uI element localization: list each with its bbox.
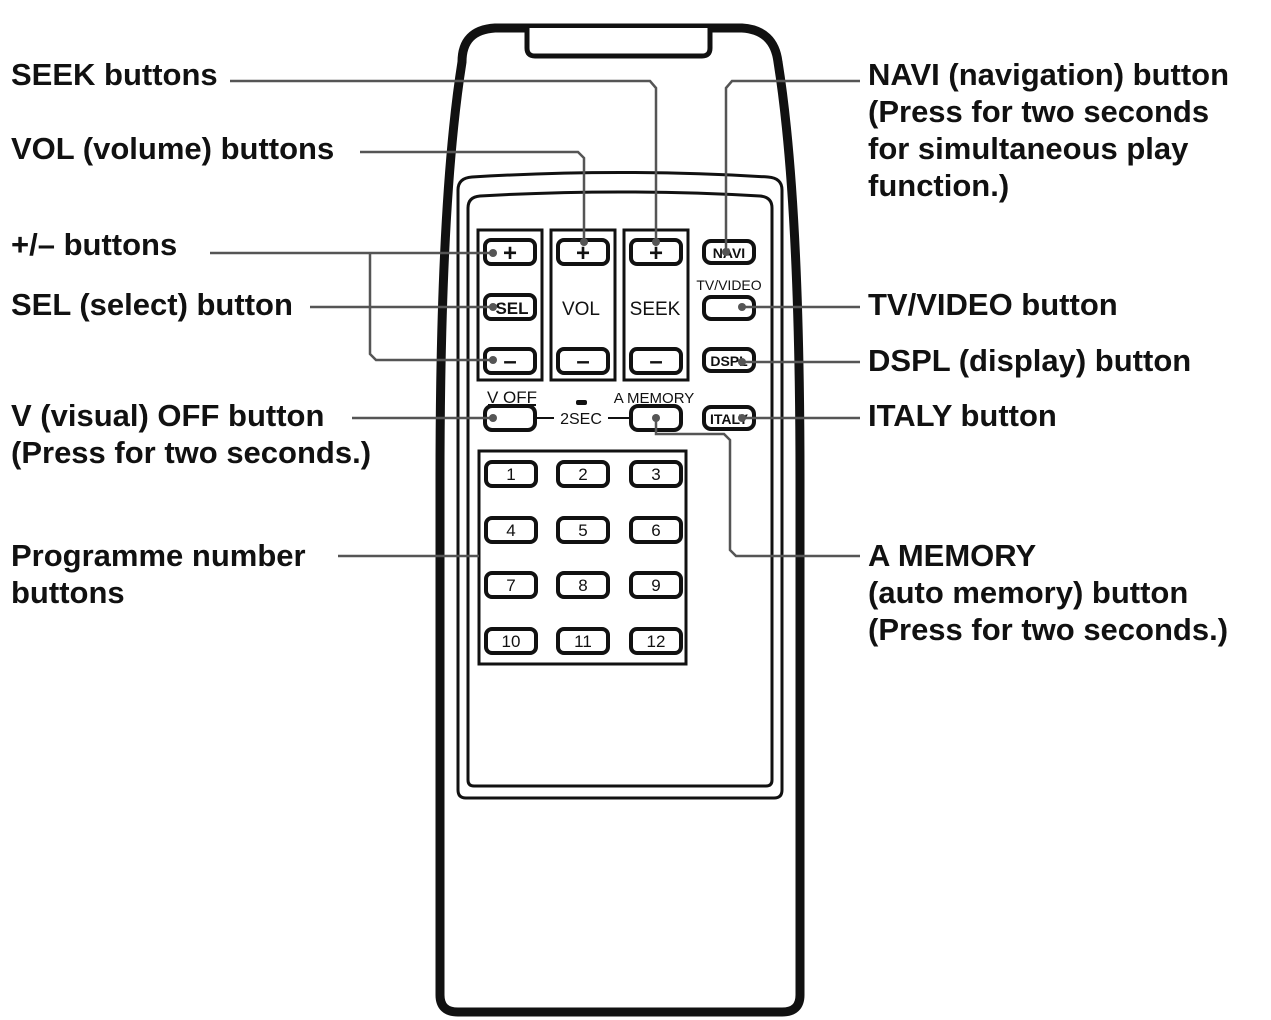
svg-text:–: –	[503, 348, 516, 375]
dspl-button[interactable]: DSPL	[702, 347, 756, 373]
italy-button-annotation: ITALY button	[868, 397, 1057, 434]
number-button-9[interactable]: 9	[629, 571, 683, 599]
svg-text:+: +	[649, 240, 663, 267]
vol-leader	[360, 150, 586, 242]
number-button-1[interactable]: 1	[484, 460, 538, 488]
annotation-line: V (visual) OFF button	[11, 398, 325, 433]
number-button-2[interactable]: 2	[556, 460, 610, 488]
number-button-label: 10	[502, 632, 521, 651]
svg-text:DSPL: DSPL	[710, 353, 748, 369]
navi-button-annotation: NAVI (navigation) button (Press for two …	[868, 56, 1229, 204]
button-panel-inner	[466, 190, 774, 788]
annotation-line: function.)	[868, 168, 1010, 203]
ir-window	[524, 28, 713, 59]
number-button-label: 2	[578, 465, 587, 484]
voff-label: V OFF	[487, 388, 537, 407]
seek-minus-button[interactable]: –	[629, 347, 683, 375]
number-button-label: 11	[574, 632, 592, 651]
svg-text:ITALY: ITALY	[710, 411, 749, 427]
seek-leader	[230, 79, 658, 242]
navi-leader	[724, 79, 860, 252]
annotation-line: TV/VIDEO button	[868, 287, 1118, 322]
number-button-label: 1	[506, 465, 515, 484]
annotation-line: (Press for two seconds	[868, 94, 1210, 129]
plusminus-buttons-annotation: +/– buttons	[11, 226, 177, 263]
number-button-label: 8	[578, 576, 587, 595]
twosec-label: 2SEC	[560, 411, 602, 428]
number-button-8[interactable]: 8	[556, 571, 610, 599]
number-button-label: 4	[506, 521, 515, 540]
amemory-label: A MEMORY	[614, 390, 695, 407]
annotation-line: SEL (select) button	[11, 287, 293, 322]
annotation-line: A MEMORY	[868, 538, 1037, 573]
annotation-line: (auto memory) button	[868, 575, 1189, 610]
leader-dots	[489, 238, 746, 422]
number-button-label: 6	[651, 521, 660, 540]
number-button-label: 5	[578, 521, 587, 540]
minus-button[interactable]: –	[483, 347, 537, 375]
number-button-11[interactable]: 11	[556, 627, 610, 655]
leader-lines	[210, 79, 860, 558]
annotation-line: +/– buttons	[11, 227, 178, 262]
twosec-indicator	[576, 400, 587, 405]
dspl-button-annotation: DSPL (display) button	[868, 342, 1191, 379]
annotation-line: ITALY button	[868, 398, 1057, 433]
voff-button-annotation: V (visual) OFF button (Press for two sec…	[11, 397, 371, 471]
annotation-line: (Press for two seconds.)	[868, 612, 1229, 647]
tvvideo-label: TV/VIDEO	[696, 277, 761, 293]
amemory-leader	[654, 418, 860, 558]
sel-button[interactable]: SEL	[483, 293, 537, 321]
seek-label: SEEK	[630, 299, 681, 320]
svg-text:+: +	[503, 240, 517, 267]
number-button-label: 7	[506, 576, 515, 595]
svg-text:–: –	[576, 348, 589, 375]
number-button-label: 9	[651, 576, 660, 595]
amemory-button-annotation: A MEMORY (auto memory) button (Press for…	[868, 537, 1228, 648]
annotation-line: NAVI (navigation) button	[868, 57, 1230, 92]
number-button-5[interactable]: 5	[556, 516, 610, 544]
number-button-label: 3	[651, 465, 660, 484]
annotation-line: SEEK buttons	[11, 57, 218, 92]
svg-text:–: –	[649, 348, 662, 375]
annotation-line: Programme number	[11, 538, 306, 573]
number-button-label: 12	[647, 632, 666, 651]
seek-buttons-annotation: SEEK buttons	[11, 56, 218, 93]
number-button-10[interactable]: 10	[484, 627, 538, 655]
annotation-line: buttons	[11, 575, 125, 610]
annotation-line: for simultaneous play	[868, 131, 1189, 166]
annotation-line: (Press for two seconds.)	[11, 435, 372, 470]
button-panel-outer	[456, 171, 784, 800]
vol-minus-button[interactable]: –	[556, 347, 610, 375]
svg-text:+: +	[576, 240, 590, 267]
number-button-4[interactable]: 4	[484, 516, 538, 544]
bracket-leader	[368, 253, 493, 362]
vol-label: VOL	[562, 299, 600, 320]
number-button-3[interactable]: 3	[629, 460, 683, 488]
number-button-6[interactable]: 6	[629, 516, 683, 544]
annotation-line: VOL (volume) buttons	[11, 131, 335, 166]
annotation-line: DSPL (display) button	[868, 343, 1192, 378]
tvvideo-button-annotation: TV/VIDEO button	[868, 286, 1118, 323]
programme-buttons-annotation: Programme number buttons	[11, 537, 306, 611]
svg-text:SEL: SEL	[495, 299, 528, 318]
number-button-7[interactable]: 7	[484, 571, 538, 599]
vol-buttons-annotation: VOL (volume) buttons	[11, 130, 334, 167]
number-button-12[interactable]: 12	[629, 627, 683, 655]
sel-button-annotation: SEL (select) button	[11, 286, 293, 323]
